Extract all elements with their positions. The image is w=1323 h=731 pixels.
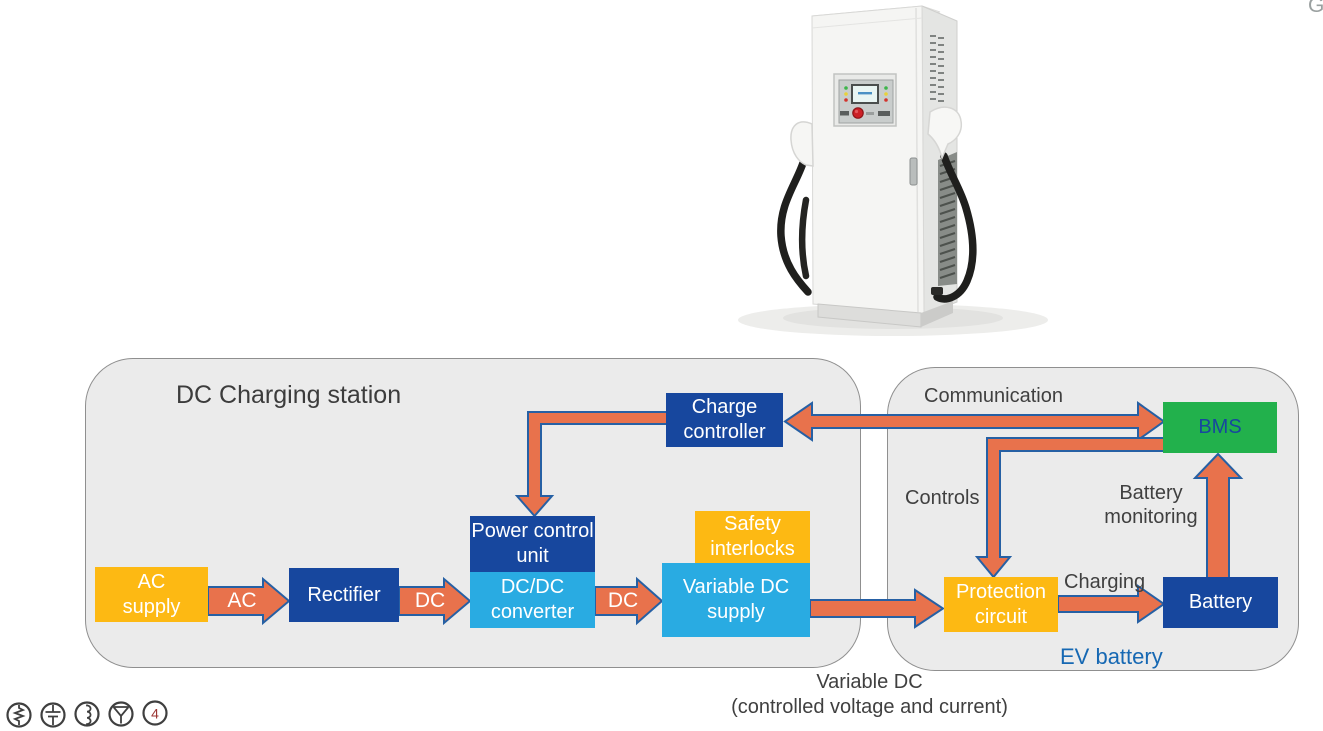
block-protection-circuit: Protection circuit [944,577,1058,632]
block-label: Protection circuit [955,580,1047,628]
block-ac-supply: AC supply [95,567,208,622]
block-label: BMS [1198,416,1242,438]
page-number: 4 [151,706,159,722]
footer-icons: 4 [6,700,168,728]
caption-line-1: Variable DC [816,671,923,693]
gun-holster-left [790,121,814,167]
door-seam [915,7,919,313]
resistor-icon [6,702,32,728]
block-label: Power control unit [471,520,594,567]
block-safety-interlocks: Safety interlocks [695,511,810,563]
control-panel [833,73,897,127]
block-bms: BMS [1163,402,1277,453]
floor-shadow-inner [783,307,1003,329]
capacitor-icon [40,702,66,728]
card-slot-left [840,111,849,116]
panel-face [838,79,894,124]
block-label: AC supply [122,570,181,618]
corner-glyph: G [1308,0,1323,17]
cabinet-front [811,5,925,315]
cable-right [933,152,977,303]
cabinet-side [921,5,958,315]
panel-button-row [866,112,874,115]
label-dc-2: DC [607,589,639,612]
block-dcdc-converter: DC/DC converter [470,572,595,628]
floor-shadow [738,304,1048,336]
top-seam [811,17,923,29]
door-handle [909,157,918,186]
charging-station-photo [738,5,1048,336]
page-number-badge: 4 [142,700,168,726]
label-charging: Charging [1064,571,1146,593]
cable-left-inner [798,196,810,280]
block-label: Charge controller [683,396,766,443]
station-title: DC Charging station [176,381,402,409]
block-power-control-unit: Power control unit [470,516,595,572]
base-front [817,303,922,328]
emergency-stop-button [852,107,864,119]
inductor-icon [74,701,100,727]
side-vents-lower [938,152,957,286]
label-dc-1: DC [414,589,446,612]
base-side [921,301,953,327]
screen-text-line [858,92,872,95]
label-ac: AC [227,589,257,612]
block-rectifier: Rectifier [289,568,399,622]
block-variable-dc-supply: Variable DC supply [662,563,810,637]
label-ev-battery: EV battery [1060,644,1163,669]
cable-right-connector [931,287,943,295]
block-label: DC/DC converter [490,576,575,623]
block-charge-controller: Charge controller [666,393,783,447]
variable-dc-caption: Variable DC (controlled voltage and curr… [712,670,1027,720]
card-slot-right [878,111,890,116]
block-battery: Battery [1163,577,1278,628]
status-leds [844,86,888,102]
caption-line-2: (controlled voltage and current) [731,696,1008,718]
label-battery-monitoring: Battery monitoring [1104,482,1198,528]
gun-holster-right [927,106,963,161]
cable-left [777,159,812,296]
block-label: Battery [1188,591,1253,613]
charging-gun-left [777,121,814,296]
emergency-stop-highlight [854,109,859,114]
antenna-icon [108,701,134,727]
label-communication: Communication [924,385,1063,407]
cabinet-top [811,5,941,25]
charging-gun-right [927,106,977,303]
panel-recess [833,73,897,127]
screen [853,86,877,102]
block-label: Variable DC supply [682,576,790,623]
side-vents-upper [930,35,944,102]
block-label: Safety interlocks [710,513,795,560]
block-label: Rectifier [307,583,381,606]
label-controls: Controls [905,487,980,509]
screen-bezel [851,84,879,104]
